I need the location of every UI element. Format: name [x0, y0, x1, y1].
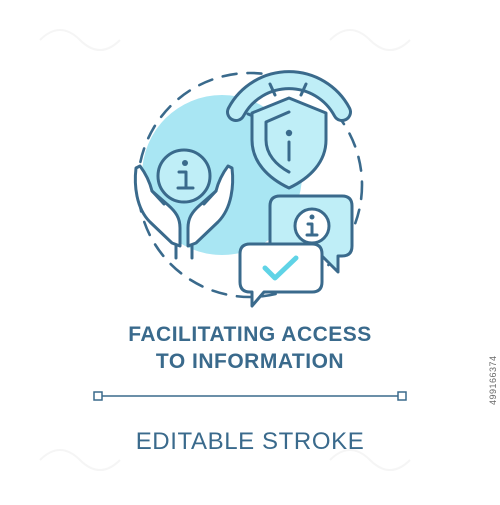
shield-info-icon	[226, 70, 352, 190]
watermark-pattern	[39, 29, 411, 471]
info-icon	[156, 148, 212, 204]
editable-stroke-line-icon	[93, 391, 407, 401]
checkmark-bubble-icon	[238, 242, 324, 308]
title-line-1: FACILITATING ACCESS	[128, 323, 372, 346]
editable-stroke-label: EDITABLE STROKE	[135, 428, 365, 455]
caring-hands-icon	[133, 164, 235, 260]
title-line-2: TO INFORMATION	[155, 350, 345, 373]
stock-id: 499166374	[488, 355, 498, 405]
